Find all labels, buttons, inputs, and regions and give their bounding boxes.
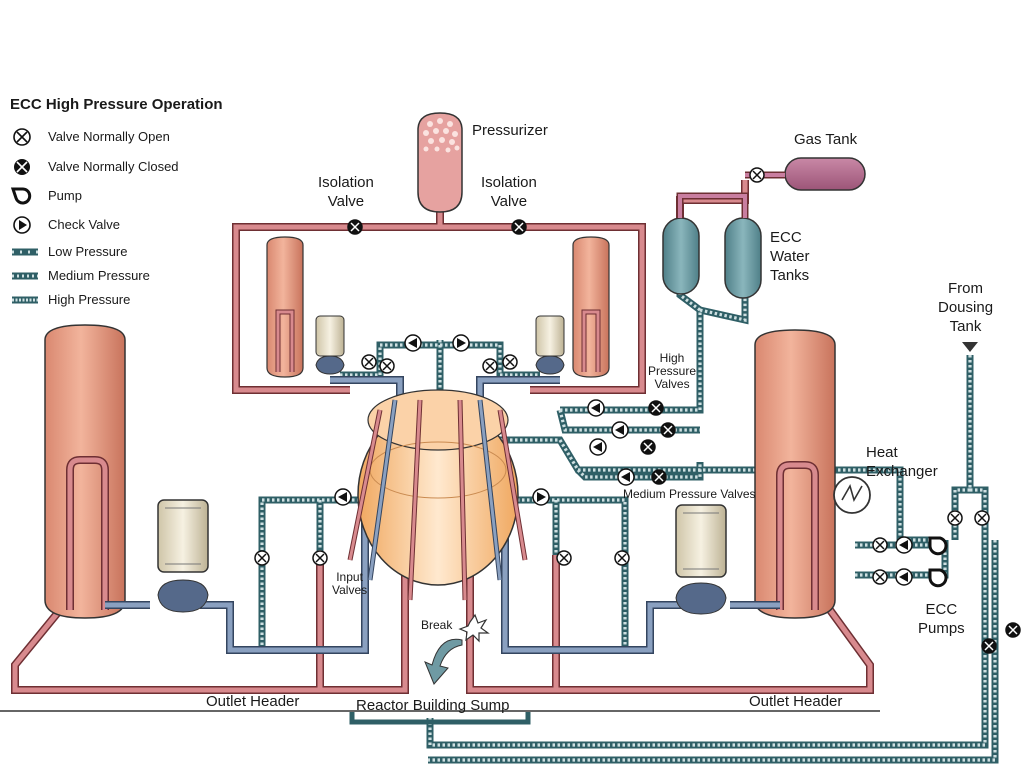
medium-pressure-valve-icon (651, 469, 667, 485)
label-reactor-building-sump: Reactor Building Sump (356, 697, 510, 714)
check-valve-icon (404, 334, 422, 352)
inner-valve-icon (502, 354, 518, 370)
label-pressurizer: Pressurizer (472, 122, 548, 139)
high-pressure-valve-icon (648, 400, 664, 416)
check-valve-icon (13, 216, 31, 234)
inner-valve-icon (482, 358, 498, 374)
break-icon (424, 613, 490, 685)
high-pressure-valve-icon (640, 439, 656, 455)
label-gas-tank: Gas Tank (794, 131, 858, 148)
check-valve-icon (617, 468, 635, 486)
steam-generator-left (44, 324, 150, 619)
legend-item: Low Pressure (10, 242, 210, 262)
label-medium-pressure-valves: Medium Pressure Valves (623, 487, 756, 501)
input-valve-icon (254, 550, 270, 566)
valve-open-icon (13, 128, 31, 146)
input-valve-icon (556, 550, 572, 566)
label-outlet-header-right: Outlet Header (749, 693, 843, 710)
legend-item: Check Valve (10, 215, 210, 235)
ecc-water-tanks (662, 192, 762, 299)
reactor (347, 389, 528, 601)
input-valve-icon (312, 550, 328, 566)
check-valve-icon (587, 399, 605, 417)
pressurizer (417, 112, 463, 213)
ecc-pump-2 (928, 568, 948, 588)
check-valve-icon (589, 438, 607, 456)
label-break: Break (421, 618, 453, 632)
high-pressure-pipe-icon (12, 296, 38, 304)
steam-generator-inner-right (572, 236, 610, 378)
legend-item: High Pressure (10, 290, 210, 310)
low-pressure-pipe-icon (12, 248, 38, 256)
label-isolation-valve-right: Isolation Valve (481, 174, 537, 210)
legend-label: Valve Normally Open (48, 129, 170, 144)
medium-pressure-pipe-icon (12, 272, 38, 280)
legend-item: Valve Normally Open (10, 127, 210, 147)
input-valve-icon (614, 550, 630, 566)
high-pressure-valve-icon (660, 422, 676, 438)
inner-valve-icon (361, 354, 377, 370)
label-ecc-water-tanks: ECC Water Tanks (770, 229, 810, 284)
dousing-arrow-icon (962, 342, 978, 352)
legend-label: Check Valve (48, 217, 121, 232)
legend-label: Valve Normally Closed (48, 159, 179, 174)
dousing-valve-icon (947, 510, 963, 526)
check-valve-icon (895, 536, 913, 554)
check-valve-icon (532, 488, 550, 506)
valves (254, 167, 1021, 654)
check-valve-icon (334, 488, 352, 506)
gas-tank-valve-icon (749, 167, 765, 183)
label-outlet-header-left: Outlet Header (206, 693, 300, 710)
label-isolation-valve-left: Isolation Valve (318, 174, 374, 210)
inner-valve-icon (379, 358, 395, 374)
label-from-dousing-tank: From Dousing Tank (938, 280, 994, 335)
label-heat-exchanger: Heat Exchanger (866, 444, 938, 480)
label-ecc-pumps: ECC Pumps (918, 601, 965, 637)
legend-item: Pump (10, 186, 210, 206)
legend-label: Medium Pressure (48, 268, 150, 283)
legend-label: Low Pressure (48, 244, 128, 259)
sump-valve-icon (981, 638, 997, 654)
diagram-title: ECC High Pressure Operation (10, 96, 223, 113)
hot-piping (11, 180, 874, 694)
label-high-pressure-valves: High Pressure Valves (648, 351, 697, 391)
small-pump-right (535, 315, 565, 375)
label-input-valves: Input Valves (332, 570, 368, 597)
steam-generator-right (730, 329, 836, 619)
reactor-building-sump (349, 712, 531, 725)
ecc-pump-valve-icon (872, 537, 888, 553)
pump-icon (10, 187, 32, 205)
check-valve-icon (895, 568, 913, 586)
main-pump-left (157, 499, 209, 613)
ecc-pump-valve-icon (872, 569, 888, 585)
main-pump-right (675, 504, 727, 615)
legend-item: Valve Normally Closed (10, 157, 210, 177)
check-valve-icon (611, 421, 629, 439)
sump-valve-icon (1005, 622, 1021, 638)
valve-closed-icon (14, 159, 30, 175)
small-pump-left (315, 315, 345, 375)
legend-item: Medium Pressure (10, 266, 210, 286)
heat-exchanger (833, 476, 871, 514)
isolation-valve-right-icon (511, 219, 527, 235)
steam-generator-inner-left (266, 236, 304, 378)
isolation-valve-left-icon (347, 219, 363, 235)
legend-label: Pump (48, 188, 82, 203)
ecc-pump-1 (928, 536, 948, 556)
dousing-valve-icon (974, 510, 990, 526)
check-valve-icon (452, 334, 470, 352)
legend-label: High Pressure (48, 292, 131, 307)
